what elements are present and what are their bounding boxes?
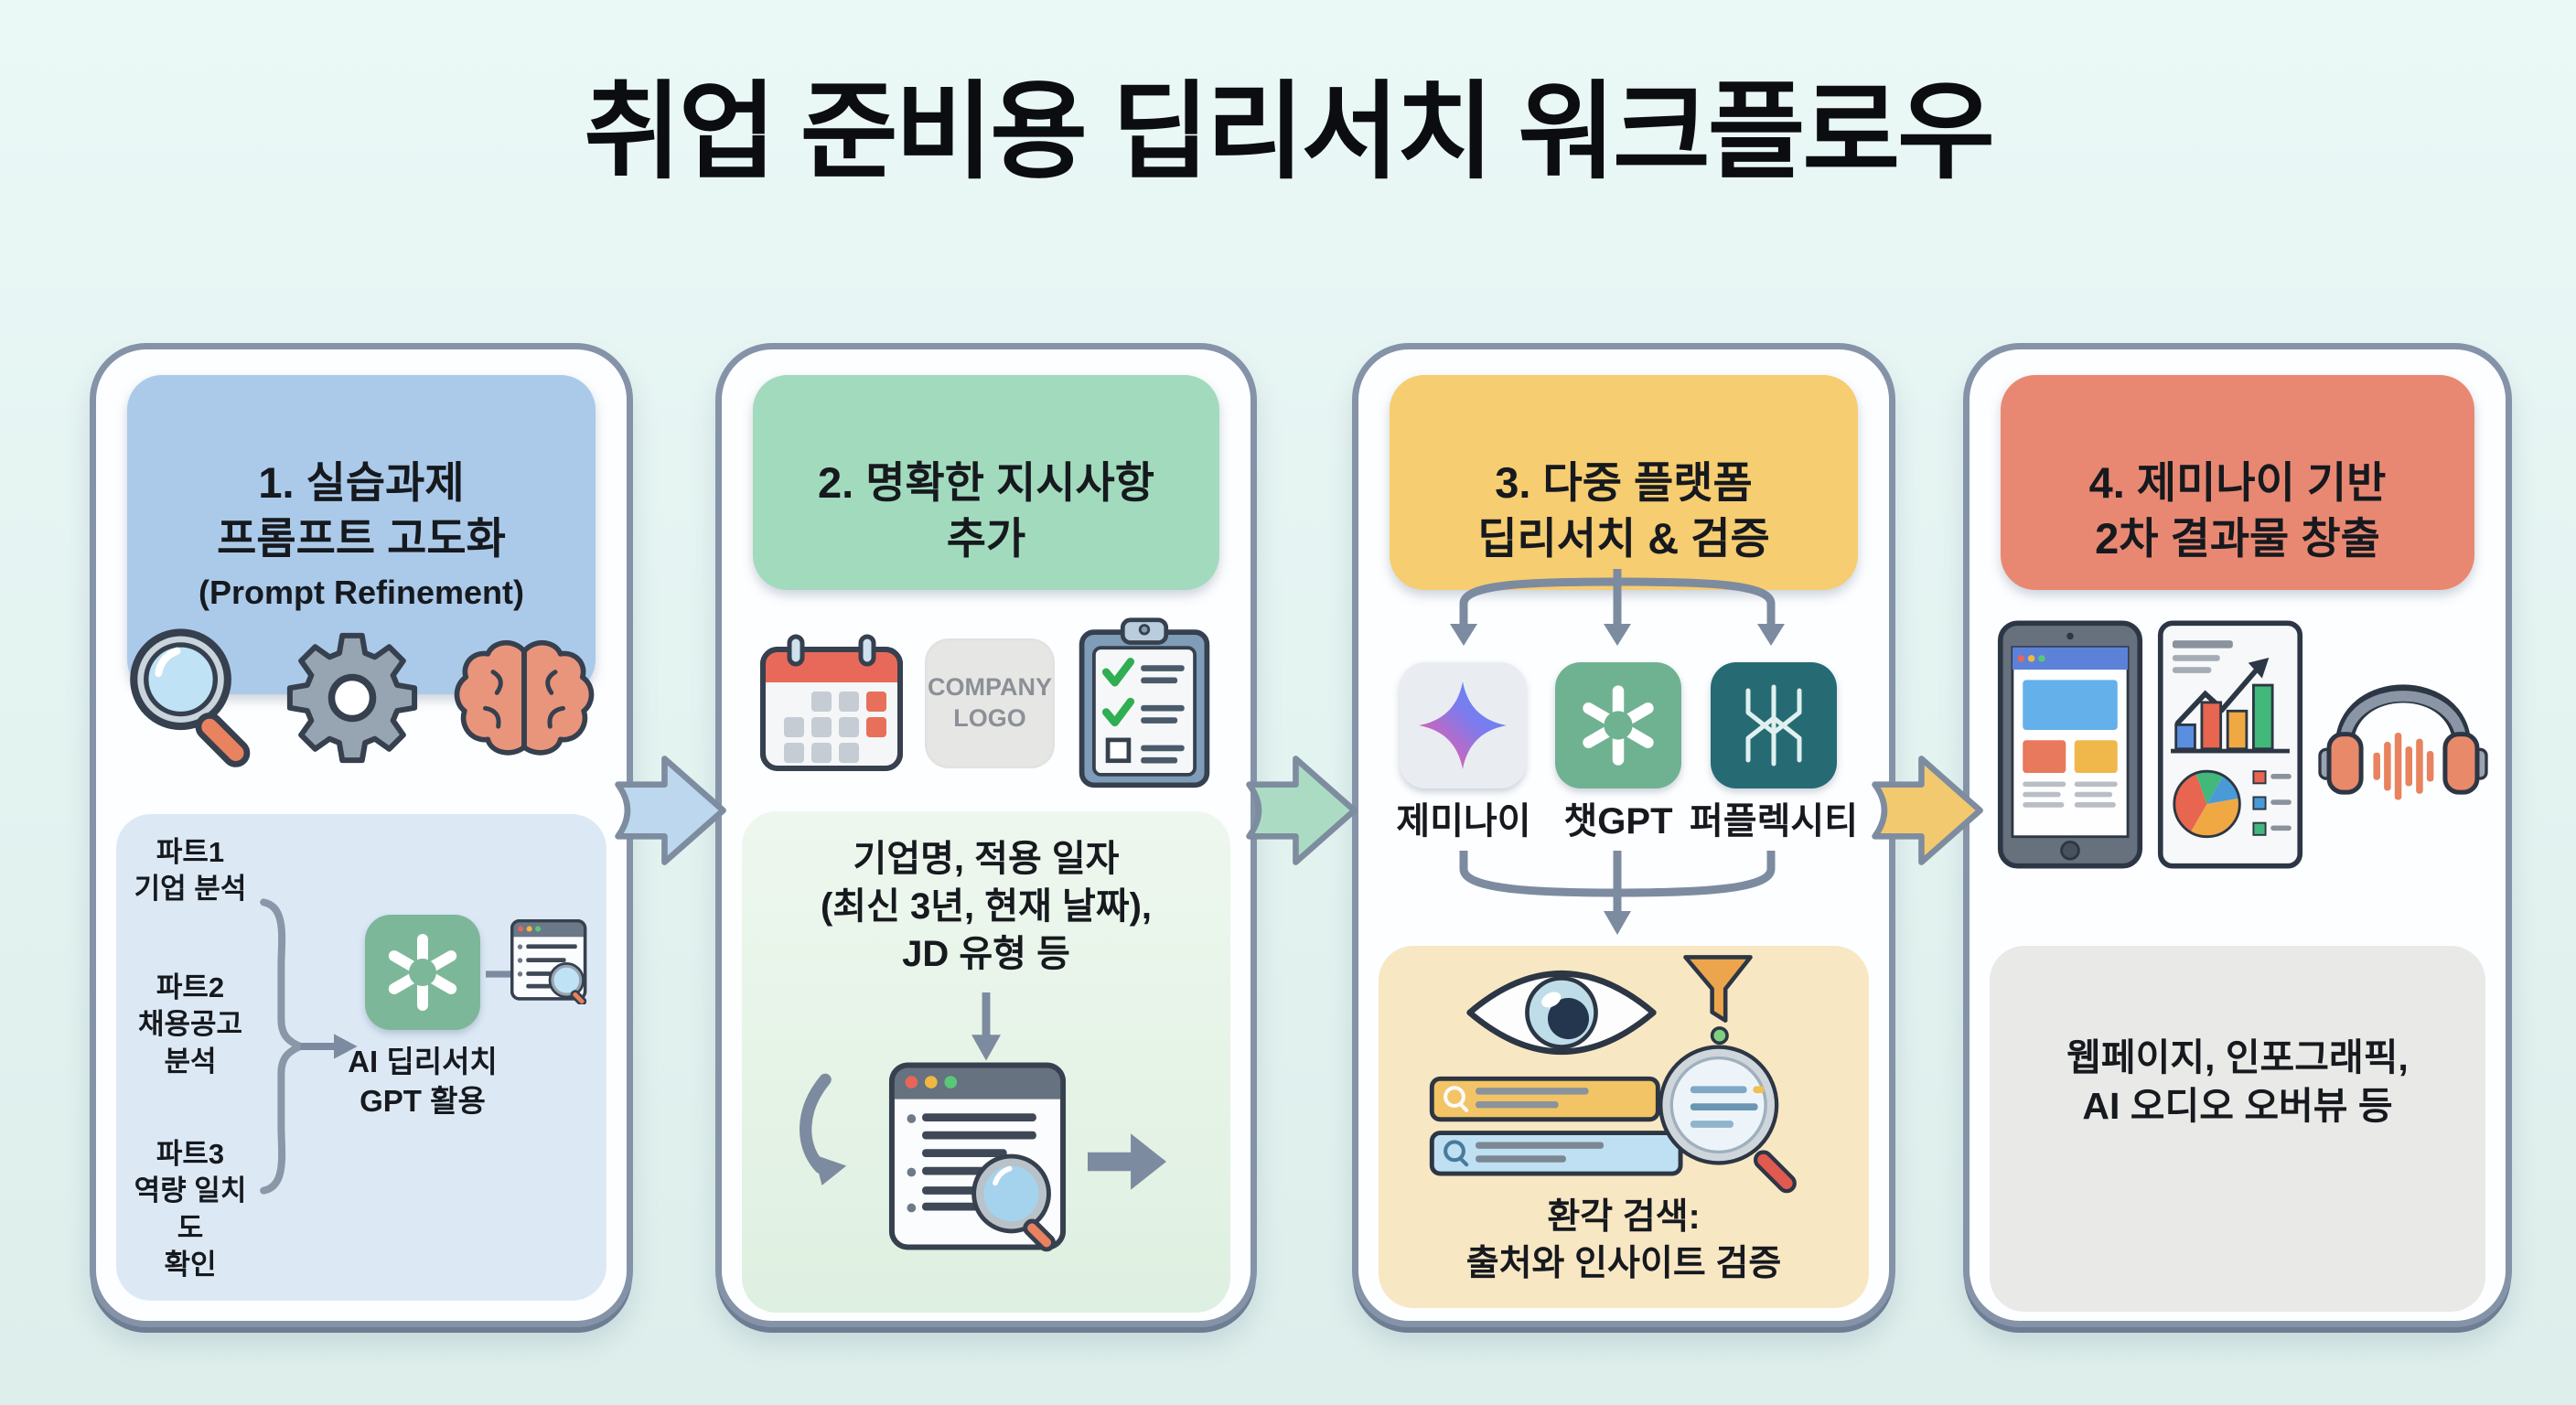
funnel-icon <box>1680 951 1755 1046</box>
step3-header: 3. 다중 플랫폼 딥리서치 & 검증 <box>1390 375 1858 591</box>
brain-icon <box>446 630 602 766</box>
flow-arrow-step3-to-step4 <box>1868 750 1989 871</box>
panel-step4: 4. 제미나이 기반 2차 결과물 창출 <box>1963 343 2512 1327</box>
step4-detail-box: 웹페이지, 인포그래픽, AI 오디오 오버뷰 등 <box>1990 946 2485 1312</box>
eye-icon <box>1463 957 1660 1068</box>
step1-detail-box: 파트1 기업 분석 파트2 채용공고 분석 파트3 역량 일치도 확인 <box>116 814 606 1301</box>
platform-label-gemini: 제미나이 <box>1396 801 1531 842</box>
step1-part3-label: 파트3 역량 일치도 확인 <box>134 1138 247 1281</box>
step2-header: 2. 명확한 지시사항 추가 <box>753 375 1219 591</box>
brace-arrow-connector <box>253 858 363 1242</box>
calendar-icon <box>758 633 905 775</box>
step3-header-text: 3. 다중 플랫폼 딥리서치 & 검증 <box>1477 458 1770 563</box>
step3-detail-box: 환각 검색: 출처와 인사이트 검증 <box>1379 946 1869 1308</box>
panel-step3: 3. 다중 플랫폼 딥리서치 & 검증 <box>1352 343 1895 1327</box>
down-arrow-icon <box>961 992 1011 1066</box>
step1-part2-label: 파트2 채용공고 분석 <box>137 971 243 1078</box>
headphones-audio-icon <box>2315 651 2491 823</box>
flow-arrow-step2-to-step3 <box>1242 750 1363 871</box>
perplexity-logo <box>1711 662 1837 788</box>
checklist-clipboard-icon <box>1075 617 1214 790</box>
gear-icon <box>284 629 421 767</box>
step2-header-text: 2. 명확한 지시사항 추가 <box>818 458 1154 563</box>
magnifier-icon <box>121 624 258 772</box>
panel-step1: 1. 실습과제 프롬프트 고도화 (Prompt Refinement) <box>90 343 633 1327</box>
platform-label-chatgpt: 챗GPT <box>1563 801 1673 842</box>
converge-connector <box>1358 851 1876 942</box>
panel-step2: 2. 명확한 지시사항 추가 COMPANY LOGO <box>715 343 1257 1327</box>
step2-detail-box: 기업명, 적용 일자 (최신 3년, 현재 날짜), JD 유형 등 <box>742 811 1230 1313</box>
step2-note: 기업명, 적용 일자 (최신 3년, 현재 날짜), JD 유형 등 <box>820 839 1153 974</box>
company-logo-placeholder: COMPANY LOGO <box>925 638 1055 768</box>
tablet-webpage-icon <box>1997 619 2143 870</box>
browser-document-icon <box>888 1060 1067 1252</box>
right-arrow-icon <box>1088 1133 1166 1190</box>
step4-header: 4. 제미나이 기반 2차 결과물 창출 <box>2001 375 2474 591</box>
step1-gpt-label: AI 딥리서치 GPT 활용 <box>348 1045 498 1118</box>
step4-header-text: 4. 제미나이 기반 2차 결과물 창출 <box>2088 458 2387 563</box>
infographic-icon <box>2157 619 2303 870</box>
flow-arrow-step1-to-step2 <box>611 750 732 871</box>
step1-header-subtext: (Prompt Refinement) <box>198 574 524 612</box>
step1-icon-row <box>96 624 627 772</box>
step2-icon-row: COMPANY LOGO <box>722 617 1250 790</box>
platform-label-perplexity: 퍼플렉시티 <box>1690 801 1858 842</box>
gemini-logo <box>1400 662 1526 788</box>
search-results-icon <box>1429 1076 1685 1178</box>
step1-part1-label: 파트1 기업 분석 <box>134 836 247 906</box>
chatgpt-logo <box>365 915 480 1030</box>
step1-header-text: 1. 실습과제 프롬프트 고도화 <box>217 458 506 563</box>
browser-search-icon <box>510 917 590 1004</box>
branch-connector <box>1358 569 1876 659</box>
chatgpt-logo <box>1555 662 1681 788</box>
step3-note: 환각 검색: 출처와 인사이트 검증 <box>1465 1197 1782 1283</box>
page-title: 취업 준비용 딥리서치 워크플로우 <box>584 72 1995 191</box>
step4-note: 웹페이지, 인포그래픽, AI 오디오 오버뷰 등 <box>2066 1036 2409 1128</box>
magnifier-icon <box>1646 1039 1810 1204</box>
curved-arrow-icon <box>789 1069 863 1197</box>
